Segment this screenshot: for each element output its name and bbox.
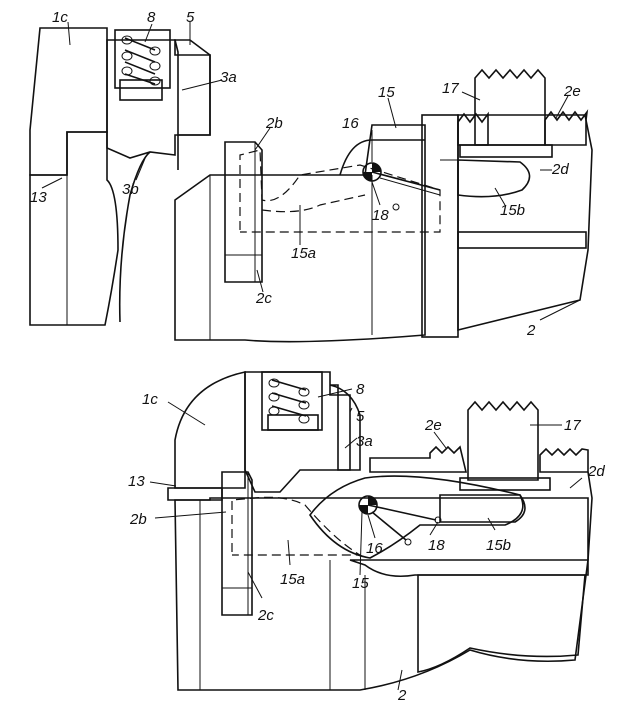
label-3a: 3a xyxy=(220,69,237,86)
washer-b xyxy=(459,477,551,491)
label-3b: 3b xyxy=(122,181,139,198)
label-5-b: 5 xyxy=(356,408,365,425)
label-1c-b: 1c xyxy=(142,391,158,408)
housing-1c-b xyxy=(174,371,246,489)
housing-leg xyxy=(29,131,119,326)
rack-2e xyxy=(457,109,589,146)
body-2 xyxy=(174,124,426,343)
pawl-15b-b xyxy=(439,494,526,523)
body-2-b xyxy=(174,497,589,691)
pawl-15a-hidden-b xyxy=(231,496,363,556)
part-5-b xyxy=(329,384,361,471)
label-13-b: 13 xyxy=(128,473,145,490)
pawl-15a-hidden xyxy=(239,149,441,233)
label-17: 17 xyxy=(442,80,459,97)
wall-crosshatch xyxy=(421,114,459,338)
label-2: 2 xyxy=(526,322,536,339)
label-15-b: 15 xyxy=(352,575,369,592)
label-2b: 2b xyxy=(265,115,283,132)
label-15a: 15a xyxy=(291,245,316,262)
label-2d-b: 2d xyxy=(587,463,605,480)
housing-1c xyxy=(29,27,108,176)
label-8-b: 8 xyxy=(356,381,365,398)
label-15a-b: 15a xyxy=(280,571,305,588)
label-2b-b: 2b xyxy=(129,511,147,528)
bar-hatched-b xyxy=(349,559,589,578)
spring-plunger xyxy=(119,79,163,101)
labels-bottom: 1c 8 5 3a 13 2b 2c 15a 15 16 18 15b 17 2… xyxy=(128,381,605,704)
bolt-17-b xyxy=(467,400,539,481)
washer-top xyxy=(459,144,553,158)
label-5: 5 xyxy=(186,9,195,26)
label-2-b: 2 xyxy=(397,687,407,704)
bar-hatched xyxy=(457,231,587,249)
label-2c-b: 2c xyxy=(257,607,274,624)
spring-18 xyxy=(371,171,441,191)
edge-3b xyxy=(118,151,151,323)
wall-crosshatch-b xyxy=(417,574,586,673)
label-2c: 2c xyxy=(255,290,272,307)
body-2d xyxy=(457,114,593,332)
pawl-15-b xyxy=(309,475,524,559)
block-3a xyxy=(106,39,211,159)
label-18: 18 xyxy=(372,207,389,224)
pawl-15b xyxy=(457,159,531,198)
label-18-b: 18 xyxy=(428,537,445,554)
label-1c: 1c xyxy=(52,9,68,26)
rack-2e-b xyxy=(369,445,589,473)
spring-pocket xyxy=(114,29,171,89)
label-8: 8 xyxy=(147,9,156,26)
label-2e: 2e xyxy=(563,83,581,100)
label-15b: 15b xyxy=(500,202,525,219)
label-15: 15 xyxy=(378,84,395,101)
block-3a-b xyxy=(244,371,351,493)
spring-8-b xyxy=(268,378,310,424)
spring-8 xyxy=(121,35,161,86)
label-16-b: 16 xyxy=(366,540,383,557)
slide-2b-b xyxy=(221,471,253,616)
labels-top: 1c 8 5 3a 3b 13 2b 2c 15a 16 15 18 17 2e… xyxy=(30,9,581,339)
label-2d: 2d xyxy=(551,161,569,178)
leader-lines xyxy=(41,21,583,691)
spring-18-b xyxy=(367,504,437,521)
label-3a-b: 3a xyxy=(356,433,373,450)
top-view xyxy=(29,27,593,343)
bottom-view xyxy=(167,371,593,691)
label-17-b: 17 xyxy=(564,417,581,434)
slide-2b xyxy=(224,141,263,283)
bolt-17 xyxy=(474,68,546,146)
label-2e-b: 2e xyxy=(424,417,442,434)
label-16: 16 xyxy=(342,115,359,132)
label-15b-b: 15b xyxy=(486,537,511,554)
label-13: 13 xyxy=(30,189,47,206)
